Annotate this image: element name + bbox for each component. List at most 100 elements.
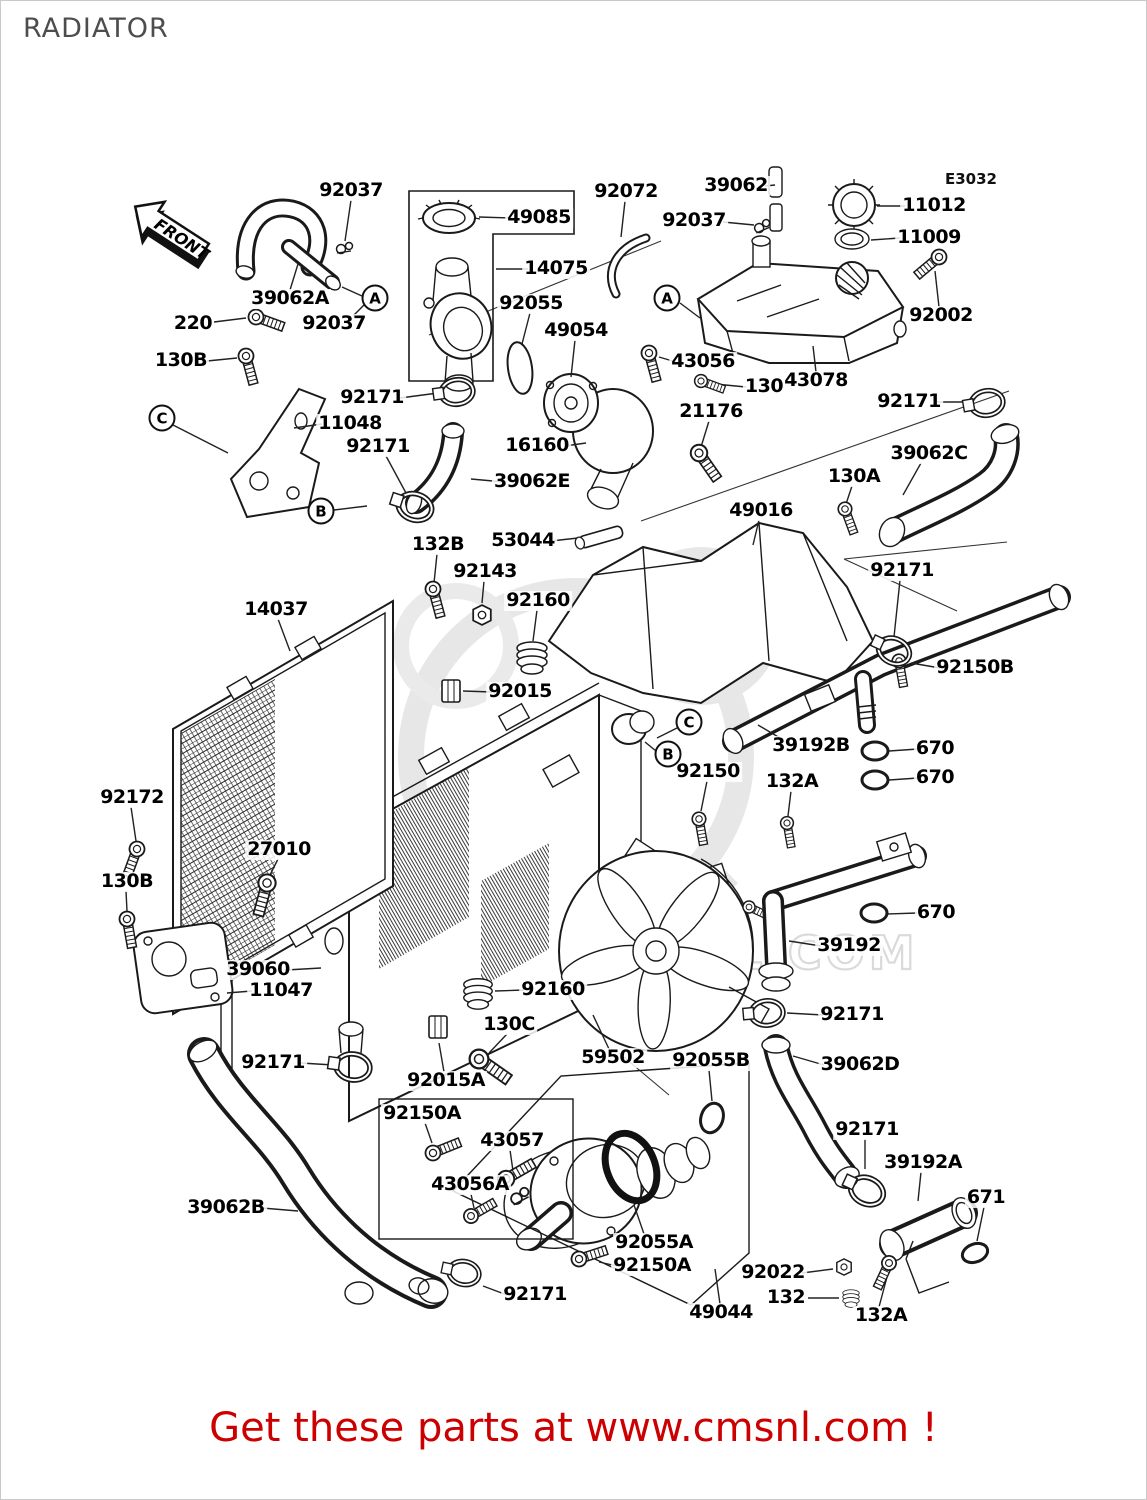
tank-cap-drawing xyxy=(828,179,880,250)
ref-marker-A: A xyxy=(653,284,681,312)
ref-marker-A: A xyxy=(361,284,389,312)
part-label-130B[interactable]: 130B xyxy=(98,870,156,893)
part-label-132A[interactable]: 132A xyxy=(763,770,821,793)
part-label-53044[interactable]: 53044 xyxy=(489,529,557,552)
part-label-132A[interactable]: 132A xyxy=(852,1304,910,1327)
part-label-132[interactable]: 132 xyxy=(764,1286,808,1309)
leader-lines xyxy=(125,184,985,1308)
part-label-21176[interactable]: 21176 xyxy=(677,400,745,423)
part-label-49085[interactable]: 49085 xyxy=(505,206,573,229)
hose-39062B-drawing xyxy=(187,1037,449,1309)
thermostat-drawing xyxy=(543,373,654,510)
part-label-92171[interactable]: 92171 xyxy=(501,1283,569,1306)
part-label-92171[interactable]: 92171 xyxy=(875,390,943,413)
overflow-hose-drawing xyxy=(235,198,341,291)
part-label-39062E[interactable]: 39062E xyxy=(491,470,573,493)
part-label-39062C[interactable]: 39062C xyxy=(888,442,970,465)
part-label-39192[interactable]: 39192 xyxy=(815,934,883,957)
part-label-27010[interactable]: 27010 xyxy=(245,838,313,861)
part-label-92171[interactable]: 92171 xyxy=(344,435,412,458)
small-hardware xyxy=(117,218,1005,1308)
ref-marker-C: C xyxy=(675,708,703,736)
part-label-43056A[interactable]: 43056A xyxy=(429,1173,511,1196)
part-label-130C[interactable]: 130C xyxy=(481,1013,537,1036)
grille-screen-drawing xyxy=(172,599,394,1016)
part-label-39062A[interactable]: 39062A xyxy=(249,287,331,310)
part-label-92055A[interactable]: 92055A xyxy=(613,1231,695,1254)
part-label-92015A[interactable]: 92015A xyxy=(405,1069,487,1092)
part-label-220[interactable]: 220 xyxy=(171,312,215,335)
part-label-130A[interactable]: 130A xyxy=(825,465,883,488)
part-label-670[interactable]: 670 xyxy=(914,901,958,924)
part-label-670[interactable]: 670 xyxy=(913,766,957,789)
part-label-92055B[interactable]: 92055B xyxy=(670,1049,752,1072)
part-label-92037[interactable]: 92037 xyxy=(317,179,385,202)
part-label-39192B[interactable]: 39192B xyxy=(770,734,852,757)
ref-marker-B: B xyxy=(307,497,335,525)
hose-39062D-drawing xyxy=(761,1034,860,1189)
part-label-92072[interactable]: 92072 xyxy=(592,180,660,203)
part-label-92171[interactable]: 92171 xyxy=(338,386,406,409)
part-label-92055[interactable]: 92055 xyxy=(497,292,565,315)
diagram-code-label: E3032 xyxy=(945,170,997,188)
part-label-92171[interactable]: 92171 xyxy=(239,1051,307,1074)
part-label-130[interactable]: 130 xyxy=(742,375,786,398)
part-label-49016[interactable]: 49016 xyxy=(727,499,795,522)
part-label-11009[interactable]: 11009 xyxy=(895,226,963,249)
footer-promo: Get these parts at www.cmsnl.com ! xyxy=(209,1405,938,1451)
part-label-43057[interactable]: 43057 xyxy=(478,1129,546,1152)
part-label-92150[interactable]: 92150 xyxy=(674,760,742,783)
shroud-cover-drawing xyxy=(547,521,875,705)
part-label-92160[interactable]: 92160 xyxy=(519,978,587,1001)
part-label-11047[interactable]: 11047 xyxy=(247,979,315,1002)
part-label-16160[interactable]: 16160 xyxy=(503,434,571,457)
breather-tube-drawing xyxy=(768,166,783,232)
part-label-92150A[interactable]: 92150A xyxy=(381,1102,463,1125)
part-label-670[interactable]: 670 xyxy=(913,737,957,760)
part-label-14037[interactable]: 14037 xyxy=(242,598,310,621)
part-label-132B[interactable]: 132B xyxy=(409,533,467,556)
part-label-92171[interactable]: 92171 xyxy=(818,1003,886,1026)
part-label-92171[interactable]: 92171 xyxy=(868,559,936,582)
ref-marker-B: B xyxy=(654,740,682,768)
ref-marker-C: C xyxy=(148,404,176,432)
part-label-92037[interactable]: 92037 xyxy=(300,312,368,335)
part-label-671[interactable]: 671 xyxy=(964,1186,1008,1209)
part-label-92172[interactable]: 92172 xyxy=(98,786,166,809)
water-pipe-lower-drawing xyxy=(758,832,927,992)
fan-drawing xyxy=(558,837,774,1052)
part-label-39192A[interactable]: 39192A xyxy=(882,1151,964,1174)
part-label-92171[interactable]: 92171 xyxy=(833,1118,901,1141)
water-pipe-upper-drawing xyxy=(722,583,1071,755)
part-label-92015[interactable]: 92015 xyxy=(486,680,554,703)
page-title: RADIATOR xyxy=(23,13,169,44)
part-label-39062[interactable]: 39062 xyxy=(702,174,770,197)
part-label-43056[interactable]: 43056 xyxy=(669,350,737,373)
part-label-92160[interactable]: 92160 xyxy=(504,589,572,612)
part-label-43078[interactable]: 43078 xyxy=(782,369,850,392)
hose-band-drawing xyxy=(607,233,651,299)
part-label-59502[interactable]: 59502 xyxy=(579,1046,647,1069)
part-label-92002[interactable]: 92002 xyxy=(907,304,975,327)
part-label-92143[interactable]: 92143 xyxy=(451,560,519,583)
part-label-39062D[interactable]: 39062D xyxy=(818,1053,902,1076)
reserve-tank-drawing xyxy=(696,235,907,364)
part-label-92037[interactable]: 92037 xyxy=(660,209,728,232)
bracket-plate-drawing xyxy=(132,921,234,1015)
part-label-11048[interactable]: 11048 xyxy=(316,412,384,435)
part-label-130B[interactable]: 130B xyxy=(152,349,210,372)
detail-boxes xyxy=(378,1062,750,1306)
part-label-49044[interactable]: 49044 xyxy=(687,1301,755,1324)
part-label-92150A[interactable]: 92150A xyxy=(611,1254,693,1277)
part-label-39060[interactable]: 39060 xyxy=(224,958,292,981)
part-label-92022[interactable]: 92022 xyxy=(739,1261,807,1284)
part-label-39062B[interactable]: 39062B xyxy=(185,1196,267,1219)
filler-neck-drawing xyxy=(408,190,575,392)
part-label-14075[interactable]: 14075 xyxy=(522,257,590,280)
part-label-92150B[interactable]: 92150B xyxy=(934,656,1016,679)
part-label-49054[interactable]: 49054 xyxy=(542,319,610,342)
part-label-11012[interactable]: 11012 xyxy=(900,194,968,217)
